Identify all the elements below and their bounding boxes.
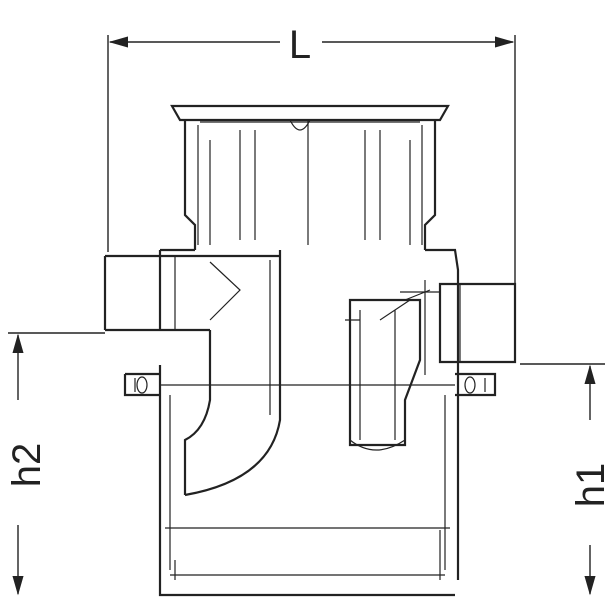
- dimension-h1-label: h1: [569, 463, 609, 508]
- dimension-l-label: L: [289, 23, 311, 67]
- dimension-h2-label: h2: [5, 443, 49, 488]
- trap-body: [103, 104, 517, 597]
- dimension-h2: h2: [5, 332, 105, 596]
- dimension-h1: h1: [520, 363, 609, 596]
- dimension-l: L: [107, 23, 516, 285]
